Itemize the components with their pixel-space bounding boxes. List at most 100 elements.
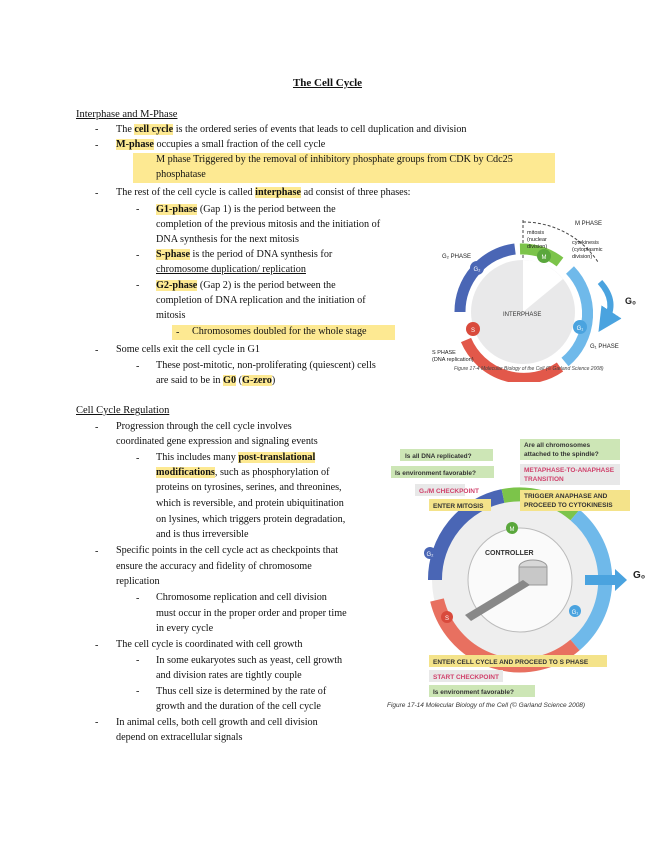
bullet-dash: -: [136, 655, 140, 666]
box-env-favorable: [391, 466, 494, 478]
term-cell-cycle: cell cycle: [134, 124, 174, 135]
box-enter-mitosis: [429, 499, 491, 511]
bullet-dash: -: [95, 345, 99, 356]
bullet-dash: -: [136, 250, 140, 261]
s-node: [441, 611, 453, 623]
g2-line3: mitosis: [156, 310, 186, 321]
s-line2: chromosome duplication/ replication: [156, 264, 306, 275]
bullet-exit-g1: Some cells exit the cell cycle in G1: [116, 344, 260, 355]
animal-cells-line2: depend on extracellular signals: [116, 732, 243, 743]
growth-coordination: The cell cycle is coordinated with cell …: [116, 639, 303, 650]
bullet-m-phase: M-phase occupies a small fraction of the…: [116, 139, 326, 150]
box-trigger-anaphase: [520, 490, 630, 511]
checkpoints-line1: Specific points in the cell cycle act as…: [116, 545, 339, 556]
section-heading-interphase: Interphase and M-Phase: [76, 109, 178, 120]
controller-label: CONTROLLER: [485, 550, 534, 557]
box-g2m: [415, 484, 465, 496]
bullet-dash: -: [95, 546, 99, 557]
q-dna-replicated: Is all DNA replicated?: [405, 453, 472, 460]
figure-cell-cycle-control: CONTROLLER M G₂ G₁ S G₀ Is all DNA repli…: [387, 439, 645, 709]
g1-phase-label: G₁ PHASE: [590, 344, 619, 350]
bullet-dash: -: [136, 686, 140, 697]
bullet-dash: -: [95, 422, 99, 433]
term-post-translational: post-translational: [238, 452, 316, 463]
ptm-line5: on lysines, which triggers protein degra…: [156, 514, 346, 525]
ptm-line2: modifications, such as phosphorylation o…: [156, 467, 330, 478]
cell-size-line1: Thus cell size is determined by the rate…: [156, 686, 327, 697]
g2-line1: G2-phase (Gap 2) is the period between t…: [156, 280, 336, 291]
bullet-dash: -: [95, 188, 99, 199]
term-g-zero: G-zero: [242, 375, 272, 386]
box-env-favorable-2: [429, 685, 535, 697]
box-start-checkpoint: [429, 670, 503, 682]
q-env-favorable-2: Is environment favorable?: [433, 689, 514, 696]
term-g2-phase: G2-phase: [156, 280, 198, 291]
s-line1: S-phase is the period of DNA synthesis f…: [156, 249, 333, 260]
s-arc: [460, 337, 564, 382]
term-modifications: modifications: [156, 467, 215, 478]
progression-line1: Progression through the cell cycle invol…: [116, 421, 292, 432]
g2-node: [424, 547, 436, 559]
bullet-dash: -: [176, 327, 180, 338]
box-enter-cell-cycle: [429, 655, 607, 667]
interphase-label: INTERPHASE: [503, 312, 541, 318]
start-checkpoint: START CHECKPOINT: [433, 674, 499, 681]
g1-node-label: G₁: [577, 326, 584, 332]
bullet-dash: -: [95, 124, 99, 135]
g1-node: [569, 605, 581, 617]
g2-node-label: G₂: [427, 552, 435, 558]
m-phase-trigger-line2: phosphatase: [156, 169, 206, 180]
replication-order-line1: Chromosome replication and cell division: [156, 592, 327, 603]
m-phase-label: M PHASE: [575, 221, 602, 227]
m-node-label: M: [510, 527, 515, 533]
m-phase-wedge: [523, 260, 563, 312]
checkpoints-line3: replication: [116, 576, 160, 587]
g0-label: G₀: [633, 570, 645, 581]
bullet-dash: -: [95, 140, 99, 151]
bullet-cell-cycle: The cell cycle is the ordered series of …: [116, 124, 467, 135]
highlight-block: [133, 153, 555, 183]
bullet-interphase: The rest of the cell cycle is called int…: [116, 187, 411, 198]
bullet-dash: -: [136, 593, 140, 604]
g2-node-label: G₂: [474, 267, 482, 273]
figure-17-4-caption: Figure 17-4 Molecular Biology of the Cel…: [454, 365, 604, 372]
s-node-label: S: [471, 328, 475, 334]
ptm-line3: proteins on tyrosines, serines, and thre…: [156, 482, 342, 493]
cell-size-line2: growth and the duration of the cell cycl…: [156, 701, 321, 712]
m-node-label: M: [542, 255, 547, 261]
box-chromosomes-attached: [520, 439, 620, 460]
controller-base: [518, 566, 548, 586]
term-interphase: interphase: [255, 187, 302, 198]
enter-mitosis: ENTER MITOSIS: [433, 503, 484, 510]
ptm-line1: This includes many post-translational: [156, 452, 316, 463]
g2-node: [470, 261, 484, 275]
g1-node-label: G₁: [572, 610, 579, 616]
checkpoints-line2: ensure the accuracy and fidelity of chro…: [116, 561, 312, 572]
m-node: [506, 522, 518, 534]
yeast-line1: In some eukaryotes such as yeast, cell g…: [156, 655, 343, 666]
bullet-dash: -: [95, 640, 99, 651]
replication-order-line3: in every cycle: [156, 623, 214, 634]
m-node: [537, 249, 551, 263]
term-m-phase: M-phase: [116, 139, 154, 150]
figure-17-14-caption: Figure 17-14 Molecular Biology of the Ce…: [387, 701, 585, 709]
section-heading-regulation: Cell Cycle Regulation: [76, 405, 170, 416]
g1-line3: DNA synthesis for the next mitosis: [156, 234, 299, 245]
enter-cell-cycle: ENTER CELL CYCLE AND PROCEED TO S PHASE: [433, 659, 589, 666]
yeast-line2: and division rates are tightly couple: [156, 670, 302, 681]
bullet-dash: -: [136, 204, 140, 215]
controller-arm: [465, 580, 530, 621]
box-dna-replicated: [400, 449, 493, 461]
quiescent-line1: These post-mitotic, non-proliferating (q…: [156, 360, 376, 371]
bullet-dash: -: [95, 717, 99, 728]
box-metaphase: [520, 464, 620, 485]
g1-node: [573, 320, 587, 334]
g2m-checkpoint: G₂/M CHECKPOINT: [419, 488, 479, 495]
animal-cells-line1: In animal cells, both cell growth and ce…: [116, 717, 318, 728]
g2-phase-label: G₂ PHASE: [442, 254, 471, 260]
